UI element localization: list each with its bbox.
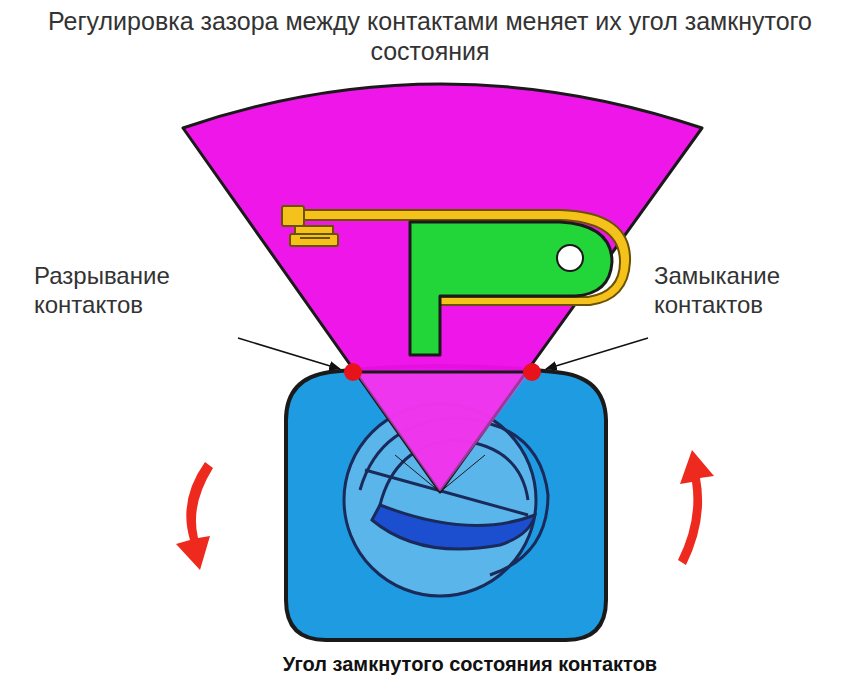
diagram-caption: Угол замкнутого состояния контактов <box>130 652 810 676</box>
contact-point <box>282 206 338 246</box>
break-point <box>344 363 362 381</box>
breaker-cam <box>286 366 606 640</box>
diagram-title: Регулировка зазора между контактами меня… <box>10 6 850 66</box>
rotation-arrow <box>678 450 714 565</box>
breaker-lever <box>410 222 612 355</box>
radial-lines <box>395 455 485 492</box>
dwell-sector <box>183 84 702 492</box>
leader-line <box>546 338 648 369</box>
pivot-hole <box>557 245 583 271</box>
contact-chord <box>353 371 532 374</box>
sector-glow <box>355 372 530 492</box>
leader-line <box>238 338 340 369</box>
rotation-arrow <box>176 462 213 570</box>
callout-label: Замыкание контактов <box>654 262 850 320</box>
make-point <box>523 363 541 381</box>
callout-label: Разрывание контактов <box>34 262 239 320</box>
